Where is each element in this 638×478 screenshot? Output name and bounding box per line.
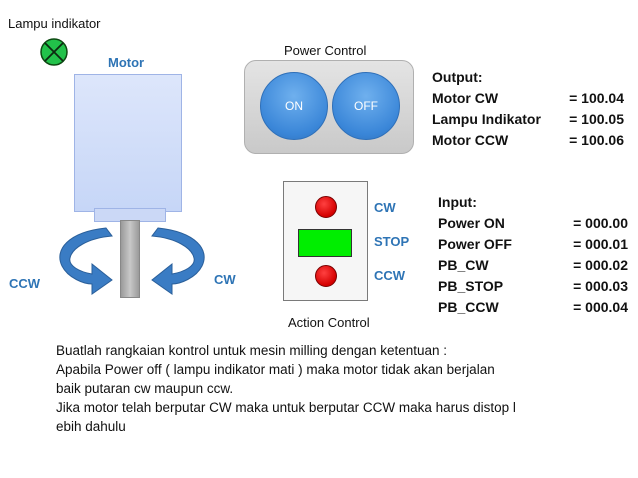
- input-list: Input: Power ON = 000.00 Power OFF = 000…: [438, 192, 628, 318]
- input-row: PB_CW = 000.02: [438, 255, 628, 276]
- power-control-title: Power Control: [284, 43, 367, 58]
- output-row: Motor CW = 100.04: [432, 88, 624, 109]
- input-title: Input:: [438, 194, 477, 210]
- input-row: Power ON = 000.00: [438, 213, 628, 234]
- stop-push-button[interactable]: [298, 229, 352, 257]
- motor-shaft: [120, 220, 140, 298]
- description-line: ebih dahulu: [56, 419, 126, 434]
- output-name: Lampu Indikator: [432, 111, 541, 127]
- cw-label: CW: [214, 272, 236, 287]
- input-name: Power ON: [438, 215, 505, 231]
- input-row: Power OFF = 000.01: [438, 234, 628, 255]
- lamp-label: Lampu indikator: [8, 16, 101, 31]
- input-name: PB_CW: [438, 257, 489, 273]
- output-row: Lampu Indikator = 100.05: [432, 109, 624, 130]
- input-name: Power OFF: [438, 236, 512, 252]
- input-address: = 000.03: [573, 278, 628, 294]
- power-off-button[interactable]: OFF: [332, 72, 400, 140]
- motor-body: [74, 74, 182, 212]
- action-ccw-label: CCW: [374, 268, 406, 283]
- input-name: PB_CCW: [438, 299, 499, 315]
- motor-label: Motor: [108, 55, 145, 70]
- cw-rotation-arrow-icon: [151, 227, 205, 295]
- task-description: Buatlah rangkaian kontrol untuk mesin mi…: [56, 341, 576, 436]
- input-row: PB_CCW = 000.04: [438, 297, 628, 318]
- output-list: Output: Motor CW = 100.04 Lampu Indikato…: [432, 67, 624, 151]
- description-line: Apabila Power off ( lampu indikator mati…: [56, 362, 495, 377]
- input-address: = 000.02: [573, 257, 628, 273]
- ccw-rotation-arrow-icon: [59, 227, 113, 295]
- input-row: PB_STOP = 000.03: [438, 276, 628, 297]
- output-name: Motor CW: [432, 90, 499, 106]
- power-on-button[interactable]: ON: [260, 72, 328, 140]
- action-cw-label: CW: [374, 200, 396, 215]
- output-title: Output:: [432, 69, 483, 85]
- output-row: Motor CCW = 100.06: [432, 130, 624, 151]
- description-line: Buatlah rangkaian kontrol untuk mesin mi…: [56, 343, 447, 358]
- output-address: = 100.05: [569, 111, 624, 127]
- output-name: Motor CCW: [432, 132, 509, 148]
- ccw-push-button[interactable]: [315, 265, 337, 287]
- input-address: = 000.00: [573, 215, 628, 231]
- output-address: = 100.06: [569, 132, 624, 148]
- ccw-label: CCW: [9, 276, 41, 291]
- lamp-indicator-icon: [40, 38, 68, 66]
- action-stop-label: STOP: [374, 234, 410, 249]
- cw-push-button[interactable]: [315, 196, 337, 218]
- input-name: PB_STOP: [438, 278, 504, 294]
- action-control-title: Action Control: [288, 315, 370, 330]
- output-address: = 100.04: [569, 90, 624, 106]
- description-line: Jika motor telah berputar CW maka untuk …: [56, 400, 516, 415]
- input-address: = 000.01: [573, 236, 628, 252]
- input-address: = 000.04: [573, 299, 628, 315]
- description-line: baik putaran cw maupun ccw.: [56, 381, 234, 396]
